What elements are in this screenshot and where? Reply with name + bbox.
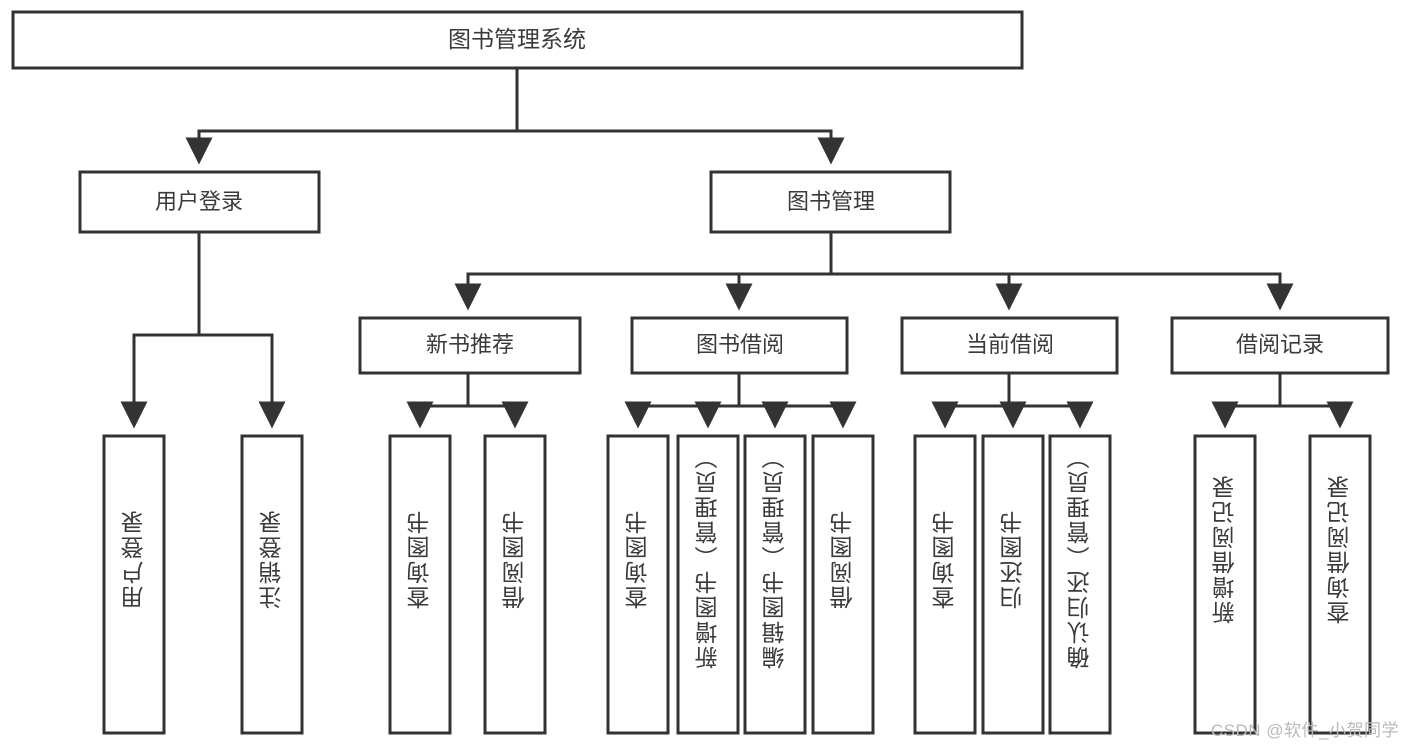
node-leaf-return-book-box[interactable] [981,434,1045,735]
node-new-book-recommend-label: 新书推荐 [426,332,514,357]
node-borrow-record-box[interactable] [1170,316,1390,375]
node-new-book-recommend[interactable]: 新书推荐 [358,316,582,375]
node-leaf-query-book-2-box[interactable] [606,434,670,735]
connectors-book-manage-to-level3 [454,230,1294,311]
node-leaf-user-login-box[interactable] [102,434,166,735]
node-book-borrow-box[interactable] [630,316,849,375]
node-user-login-box[interactable] [78,170,321,234]
node-leaf-query-book-3-box[interactable] [913,434,977,735]
node-leaf-borrow-book-1-box[interactable] [483,434,547,735]
node-current-borrow[interactable]: 当前借阅 [900,316,1119,375]
node-leaf-confirm-return-box[interactable] [1048,434,1112,735]
node-leaf-add-book-box[interactable] [676,434,740,735]
node-borrow-record[interactable]: 借阅记录 [1170,316,1390,375]
node-user-login-label: 用户登录 [155,189,243,214]
connectors-book-borrow-to-leaves [624,371,857,429]
connectors-borrow-record-to-leaves [1211,371,1354,429]
connectors-user-login-to-leaves [120,230,286,429]
node-new-book-recommend-box[interactable] [358,316,582,375]
connectors-current-borrow-to-leaves [931,371,1094,429]
node-book-manage[interactable]: 图书管理 [709,170,952,234]
node-book-manage-label: 图书管理 [787,189,875,214]
node-root[interactable]: 图书管理系统 [11,10,1024,70]
node-root-box[interactable] [11,10,1024,70]
node-leaf-query-book-1-box[interactable] [388,434,452,735]
node-root-label: 图书管理系统 [448,26,586,52]
node-leaf-query-record-box[interactable] [1308,434,1372,735]
node-user-login[interactable]: 用户登录 [78,170,321,234]
node-leaf-logout-box[interactable] [240,434,304,735]
node-book-borrow[interactable]: 图书借阅 [630,316,849,375]
node-leaf-borrow-book-2-box[interactable] [811,434,875,735]
connectors-level1-to-level2 [185,66,845,165]
node-current-borrow-box[interactable] [900,316,1119,375]
node-current-borrow-label: 当前借阅 [966,332,1054,357]
node-borrow-record-label: 借阅记录 [1236,332,1324,357]
connectors-new-book-recommend-to-leaves [406,371,529,429]
node-leaf-add-record-box[interactable] [1193,434,1257,735]
watermark: CSDN @软件_小贺同学 [1210,721,1399,740]
node-book-manage-box[interactable] [709,170,952,234]
node-leaf-edit-book-box[interactable] [743,434,807,735]
node-book-borrow-label: 图书借阅 [696,332,784,357]
